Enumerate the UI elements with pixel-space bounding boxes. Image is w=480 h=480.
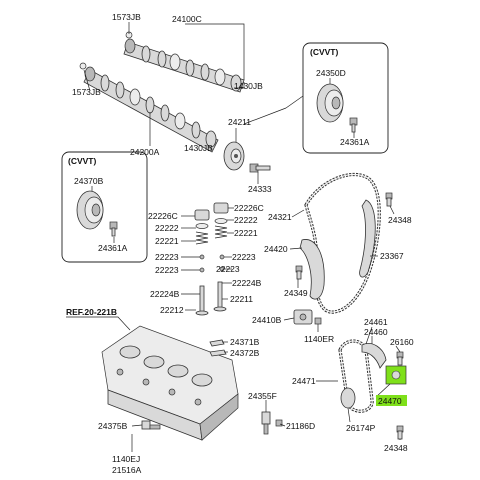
cvvt-box-left [61,151,148,263]
label-24370b[interactable]: 24370B [74,176,104,186]
label-24355f[interactable]: 24355F [248,391,277,401]
tensioner-24470-highlighted[interactable] [385,365,407,385]
label-24211[interactable]: 24211 [228,117,251,127]
bolt-1140ej[interactable] [149,424,161,430]
label-1430jb-bot[interactable]: 1430JB [184,143,213,153]
label-21186d[interactable]: 21186D [286,421,315,431]
pipe-24372b[interactable] [209,349,227,357]
bolt-24361a-left[interactable] [109,221,118,237]
label-22222-left[interactable]: 22222 [155,223,179,233]
label-24349[interactable]: 24349 [284,288,308,298]
cvvt-unit-24350d[interactable] [316,83,344,123]
tensioner-24410b[interactable] [293,309,313,325]
part-labels: 1573JB 24100C 1573JB 1430JB 24200A 1430J… [66,12,414,475]
label-24470-highlight [376,395,407,406]
label-24361a-left[interactable]: 24361A [98,243,128,253]
chain-guide-23367[interactable] [359,199,376,278]
label-24410b[interactable]: 24410B [252,315,282,325]
label-24361a-right[interactable]: 24361A [340,137,370,147]
camshaft-exhaust[interactable] [123,38,245,93]
label-24420[interactable]: 24420 [264,244,288,254]
bolt-24348-bottom[interactable] [396,425,404,440]
label-22226c-left[interactable]: 22226C [148,211,178,221]
bolt-24361a-right[interactable] [349,117,358,133]
label-24333[interactable]: 24333 [248,184,272,194]
label-24372b[interactable]: 24372B [230,348,260,358]
label-21516a[interactable]: 21516A [112,465,142,475]
label-24460[interactable]: 24460 [364,327,388,337]
label-24348-top[interactable]: 24348 [388,215,412,225]
label-22223-left-2[interactable]: 22223 [155,265,179,275]
pipe-24371b[interactable] [209,339,225,347]
label-22226c-right[interactable]: 22226C [234,203,264,213]
label-1573jb-top[interactable]: 1573JB [112,12,141,22]
label-24321[interactable]: 24321 [268,212,292,222]
label-1140er[interactable]: 1140ER [304,334,334,344]
label-22223-left-1[interactable]: 22223 [155,252,179,262]
label-cvvt-right: (CVVT) [310,47,339,57]
cvvt-unit-24370b[interactable] [76,190,104,230]
bolt-21186d[interactable] [275,419,283,427]
label-22224b-right[interactable]: 22224B [232,278,262,288]
label-24471[interactable]: 24471 [292,376,316,386]
label-22221-right[interactable]: 22221 [234,228,258,238]
plug-24375b[interactable] [141,420,151,430]
label-1140ej[interactable]: 1140EJ [112,454,140,464]
label-24461[interactable]: 24461 [364,317,388,327]
label-22223-right-1[interactable]: 22223 [232,252,256,262]
bolt-26160[interactable] [396,351,404,366]
label-22224b-left[interactable]: 22224B [150,289,180,299]
leader-lines [66,22,401,452]
label-22223-right-2[interactable]: 22223 [216,264,240,274]
cam-sprocket-24211[interactable] [223,141,245,171]
spring-22221[interactable] [195,225,228,245]
bolt-24349[interactable] [295,265,303,280]
bolt-24348-top[interactable] [385,192,393,207]
label-24470[interactable]: 24470 [378,396,402,406]
label-24350d[interactable]: 24350D [316,68,346,78]
label-23367[interactable]: 23367 [380,251,404,261]
bolt-24333[interactable] [249,163,271,173]
label-ref[interactable]: REF.20-221B [66,307,117,317]
label-1573jb-mid[interactable]: 1573JB [72,87,101,97]
cylinder-head[interactable] [101,325,239,441]
valve-22224b[interactable] [195,281,227,316]
guide-24460[interactable] [361,343,387,369]
label-24375b[interactable]: 24375B [98,421,128,431]
camshaft-intake[interactable] [83,66,219,153]
chain-guide-24420[interactable] [299,239,325,300]
sensor-24355f[interactable] [261,411,271,435]
valve-tappet-22226c[interactable] [194,202,229,221]
bolt-1140er[interactable] [314,317,322,325]
cvvt-box-right [302,42,389,154]
sprocket-26174p[interactable] [340,387,356,409]
label-26174p[interactable]: 26174P [346,423,376,433]
label-22211[interactable]: 22211 [230,294,253,304]
label-24348-bottom[interactable]: 24348 [384,443,408,453]
label-24371b[interactable]: 24371B [230,337,260,347]
label-22222-right[interactable]: 22222 [234,215,258,225]
label-22221-left[interactable]: 22221 [155,236,179,246]
label-cvvt-left: (CVVT) [68,156,97,166]
label-24100c[interactable]: 24100C [172,14,202,24]
label-24200a[interactable]: 24200A [130,147,160,157]
retainer-22222[interactable] [195,218,228,229]
label-1430jb-top[interactable]: 1430JB [234,81,263,91]
oil-pump-chain-24471[interactable] [338,339,374,413]
pin-1573jb-mid[interactable] [79,62,87,70]
label-22212[interactable]: 22212 [160,305,184,315]
label-26160[interactable]: 26160 [390,337,414,347]
